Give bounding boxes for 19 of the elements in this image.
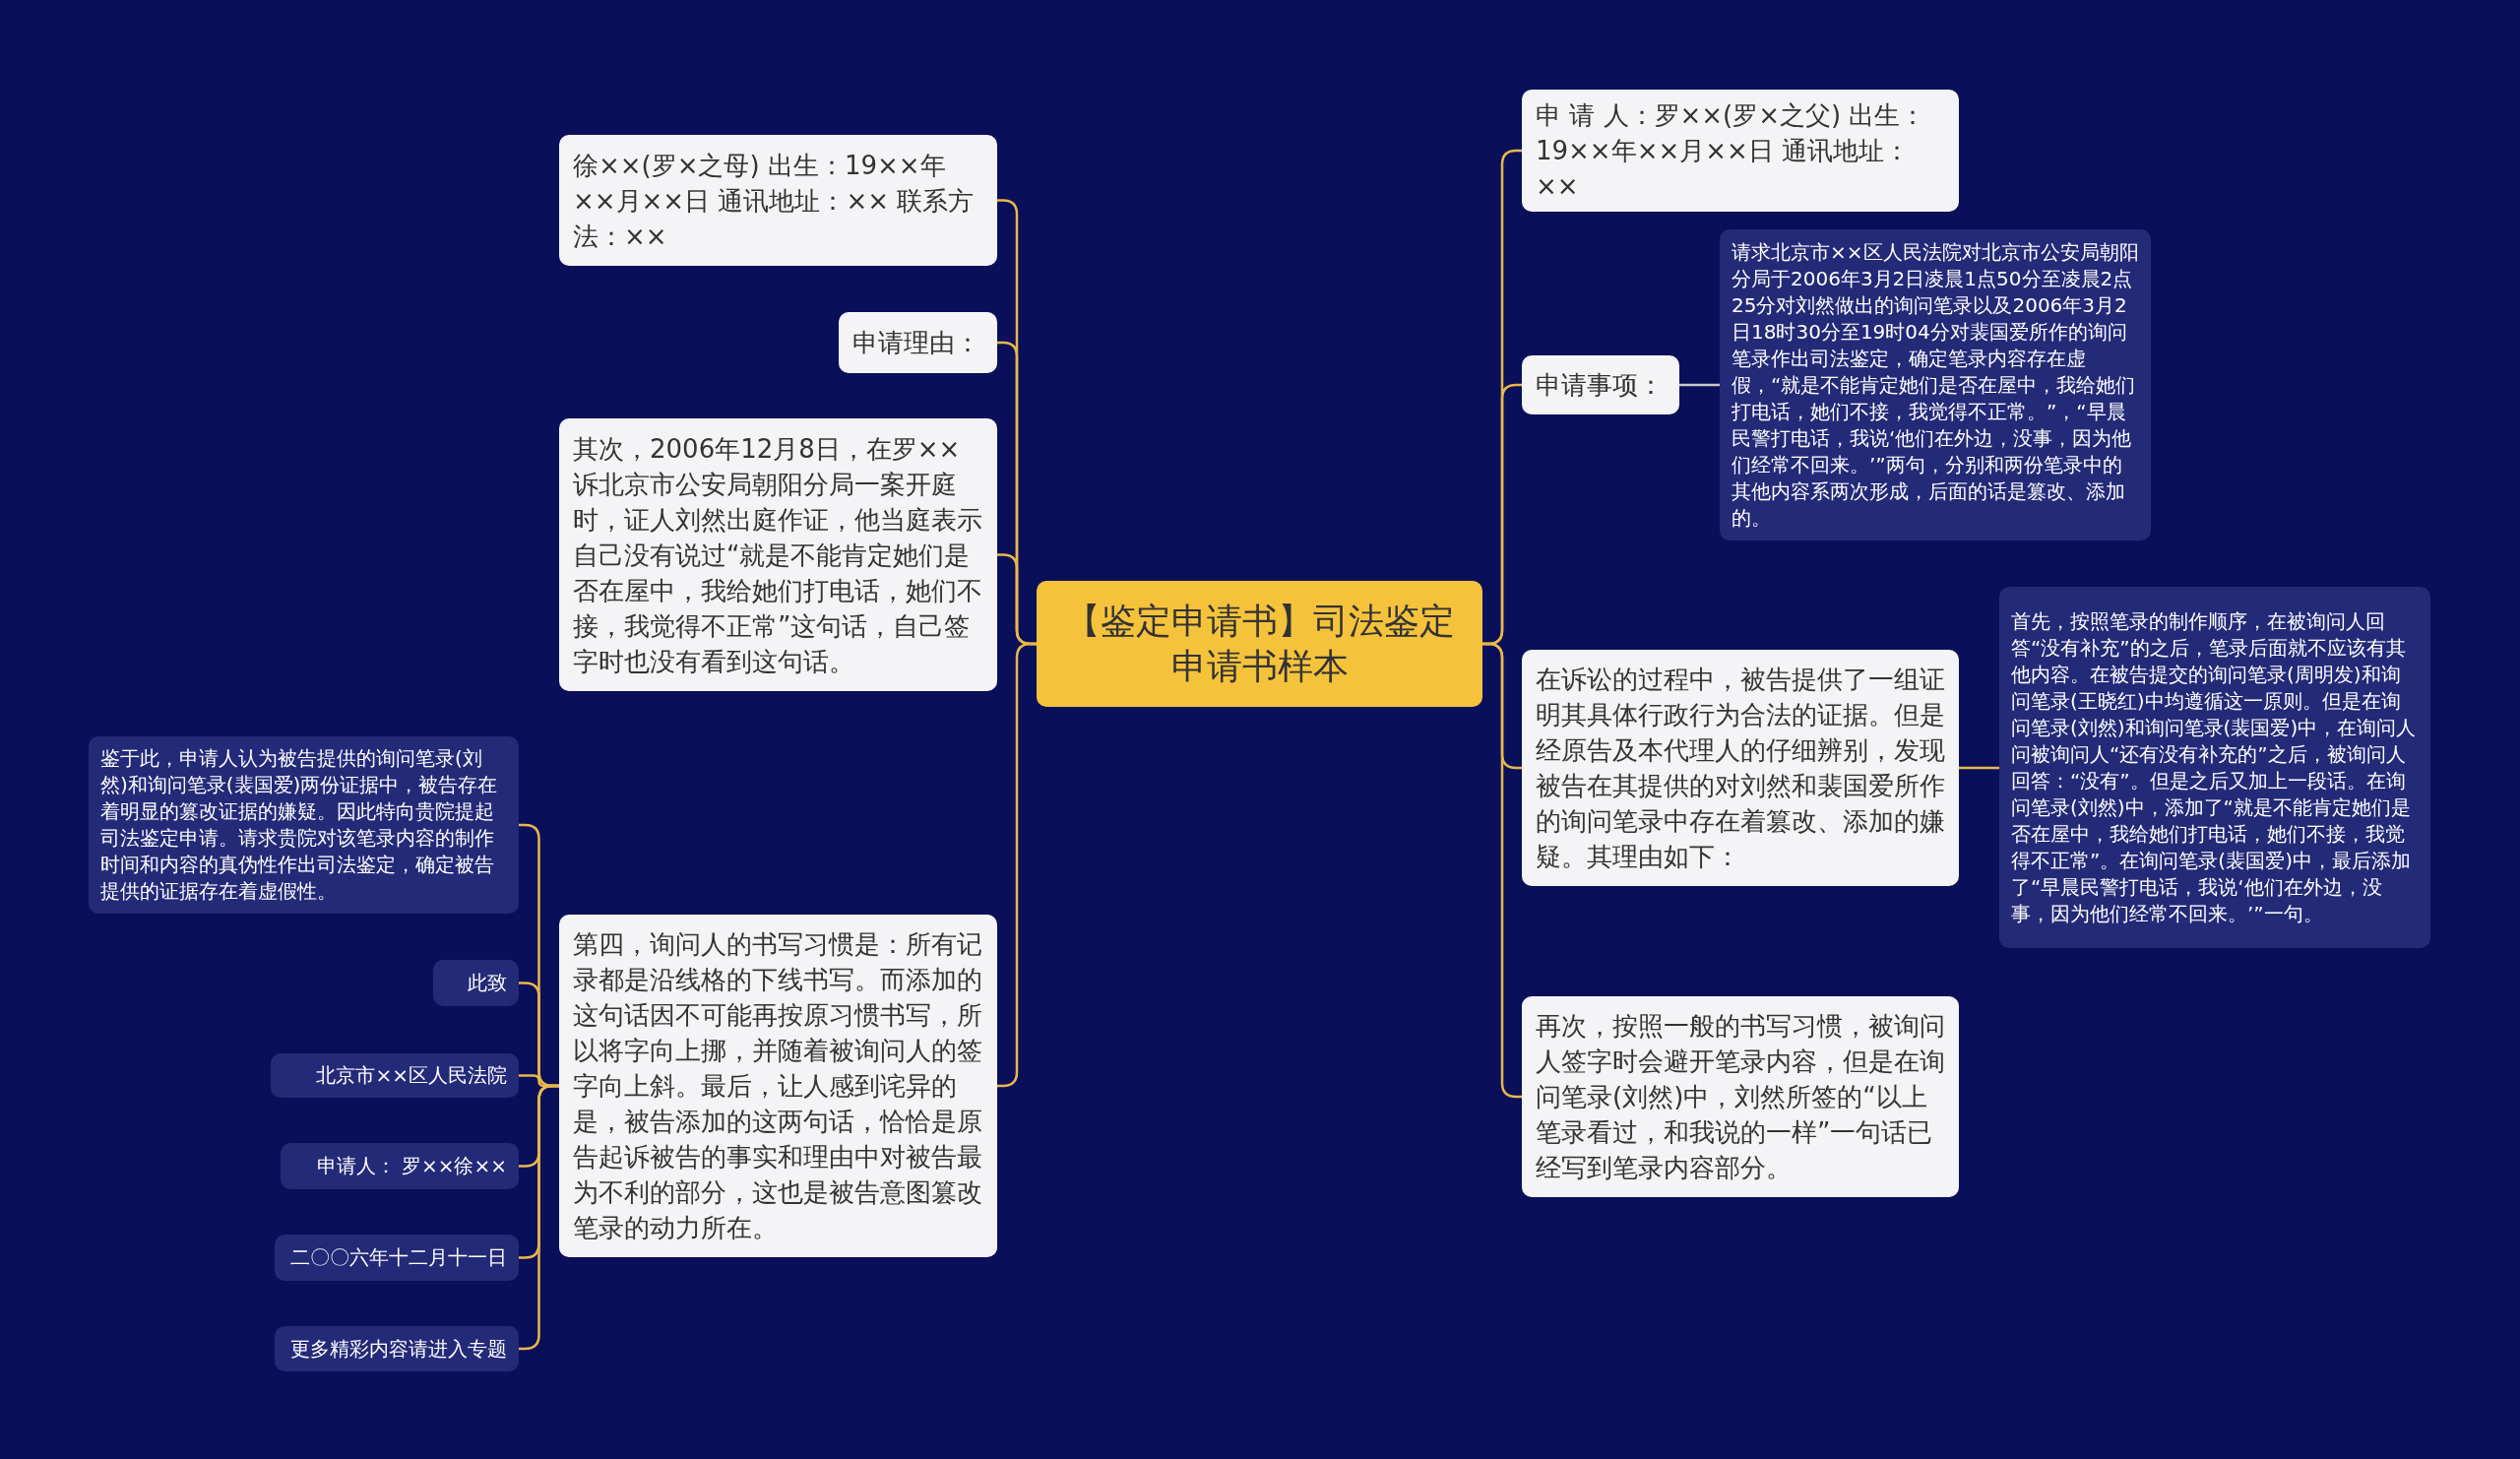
note-box: 请求北京市××区人民法院对北京市公安局朝阳分局于2006年3月2日凌晨1点50分至凌晨2点25分对刘然做出的询问笔录以及2006年3月2日18时30分至19时04分对裴国爱所作的询问笔录作出司法鉴定，确定笔录内容存在虚假，“就是不能肯定她们是否在屋中，我给她们打电话，她们不接，我觉得不正常。”，“早晨民警打电话，我说‘他们在外边，没事，因为他们经常不回来。’”两句，分别和两份笔录中的其他内容系两次形成，后面的话是篡改、添加的。: [1720, 229, 2151, 540]
note-box: 申请人： 罗××徐××: [281, 1143, 519, 1189]
topic-box: 再次，按照一般的书写习惯，被询问人签字时会避开笔录内容，但是在询问笔录(刘然)中，刘然所签的“以上笔录看过，和我说的一样”一句话已经写到笔录内容部分。: [1522, 996, 1959, 1197]
central-topic-box: 【鉴定申请书】司法鉴定申请书样本: [1037, 581, 1482, 707]
topic-box: 申请理由：: [839, 312, 997, 373]
topic-box: 第四，询问人的书写习惯是：所有记录都是沿线格的下线书写。而添加的这句话因不可能再按原习惯书写，所以将字向上挪，并随着被询问人的签字向上斜。最后，让人感到诧异的是，被告添加的这两句话，恰恰是原告起诉被告的事实和理由中对被告最为不利的部分，这也是被告意图篡改笔录的动力所在。: [559, 915, 997, 1257]
note-box: 鉴于此，申请人认为被告提供的询问笔录(刘然)和询问笔录(裴国爱)两份证据中，被告存在着明显的篡改证据的嫌疑。因此特向贵院提起司法鉴定申请。请求贵院对该笔录内容的制作时间和内容的真伪性作出司法鉴定，确定被告提供的证据存在着虚假性。: [89, 736, 519, 914]
note-box: 首先，按照笔录的制作顺序，在被询问人回答“没有补充”的之后，笔录后面就不应该有其他内容。在被告提交的询问笔录(周明发)和询问笔录(王晓红)中均遵循这一原则。但是在询问笔录(刘然)和询问笔录(裴国爱)中，在询问人问被询问人“还有没有补充的”之后，被询问人回答：“没有”。但是之后又加上一段话。在询问笔录(刘然)中，添加了“就是不能肯定她们是否在屋中，我给她们打电话，她们不接，我觉得不正常”。在询问笔录(裴国爱)中，最后添加了“早晨民警打电话，我说‘他们在外边，没事，因为他们经常不回来。’”一句。: [1999, 587, 2430, 948]
topic-box: 其次，2006年12月8日，在罗××诉北京市公安局朝阳分局一案开庭时，证人刘然出庭作证，他当庭表示自己没有说过“就是不能肯定她们是否在屋中，我给她们打电话，她们不接，我觉得不正常”这句话，自己签字时也没有看到这句话。: [559, 418, 997, 691]
topic-box: 在诉讼的过程中，被告提供了一组证明其具体行政行为合法的证据。但是经原告及本代理人的仔细辨别，发现被告在其提供的对刘然和裴国爱所作的询问笔录中存在着篡改、添加的嫌疑。其理由如下：: [1522, 650, 1959, 886]
note-box: 二〇〇六年十二月十一日: [275, 1235, 519, 1281]
topic-box: 申请事项：: [1522, 355, 1679, 414]
connector-line: [1959, 766, 1999, 770]
topic-box: 申 请 人：罗××(罗×之父) 出生：19××年××月××日 通讯地址：××: [1522, 90, 1959, 212]
topic-box: 徐××(罗×之母) 出生：19××年××月××日 通讯地址：×× 联系方法：××: [559, 135, 997, 266]
connector-line: [1679, 383, 1720, 387]
note-box: 此致: [433, 960, 519, 1006]
note-box: 更多精彩内容请进入专题: [275, 1326, 519, 1371]
note-box: 北京市××区人民法院: [271, 1053, 519, 1098]
